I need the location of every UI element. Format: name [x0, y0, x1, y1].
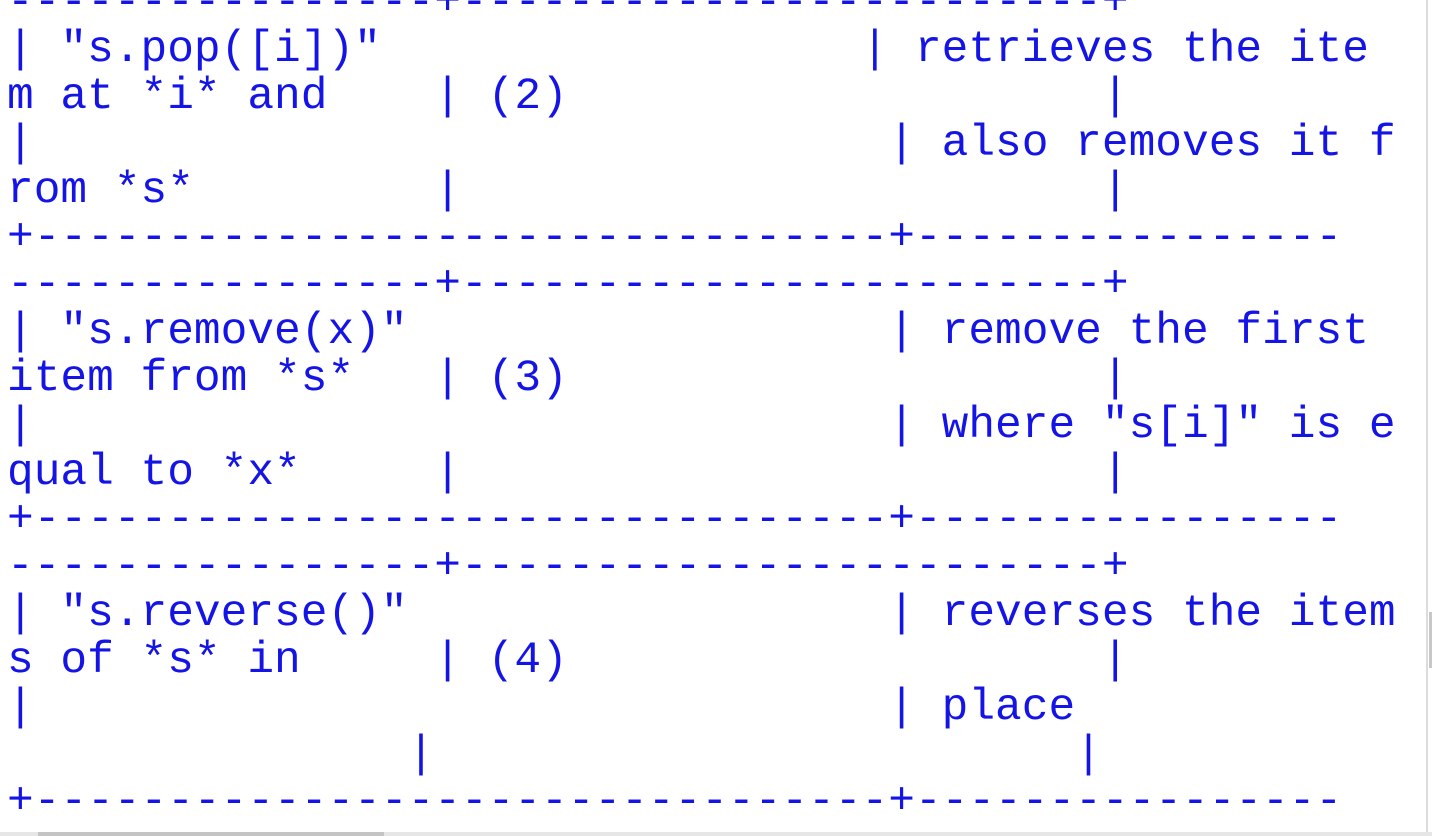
table-separator: +--------------------------------+------…: [7, 777, 1343, 827]
table-row-pop: | "s.pop([i])" | retrieves the ite: [7, 25, 1369, 75]
horizontal-scrollbar-thumb[interactable]: [38, 832, 384, 836]
table-row-pop-end: rom *s* | |: [7, 166, 1129, 216]
table-row-reverse: | "s.reverse()" | reverses the item: [7, 589, 1396, 639]
table-row-remove-continued: item from *s* | (3) |: [7, 354, 1129, 404]
table-separator: +--------------------------------+------…: [7, 495, 1343, 545]
table-row-remove-description: | | where "s[i]" is e: [7, 401, 1396, 451]
table-row-reverse-end: | |: [7, 730, 1102, 780]
table-row-pop-description: | | also removes it f: [7, 119, 1396, 169]
table-row-remove-end: qual to *x* | |: [7, 448, 1129, 498]
table-separator-continued: ----------------+-----------------------…: [7, 260, 1129, 310]
table-row-reverse-description: | | place: [7, 683, 1076, 733]
table-row-remove: | "s.remove(x)" | remove the first: [7, 307, 1369, 357]
horizontal-scrollbar-track[interactable]: [0, 832, 1432, 836]
table-row-reverse-continued: s of *s* in | (4) |: [7, 636, 1129, 686]
table-separator: +--------------------------------+------…: [7, 213, 1343, 263]
table-separator-continued: ----------------+-----------------------…: [7, 542, 1129, 592]
table-border-line: ----------------+-----------------------…: [7, 0, 1129, 28]
table-row-pop-continued: m at *i* and | (2) |: [7, 72, 1129, 122]
text-area-border: [1426, 0, 1428, 832]
vertical-scrollbar-thumb[interactable]: [1429, 612, 1432, 668]
